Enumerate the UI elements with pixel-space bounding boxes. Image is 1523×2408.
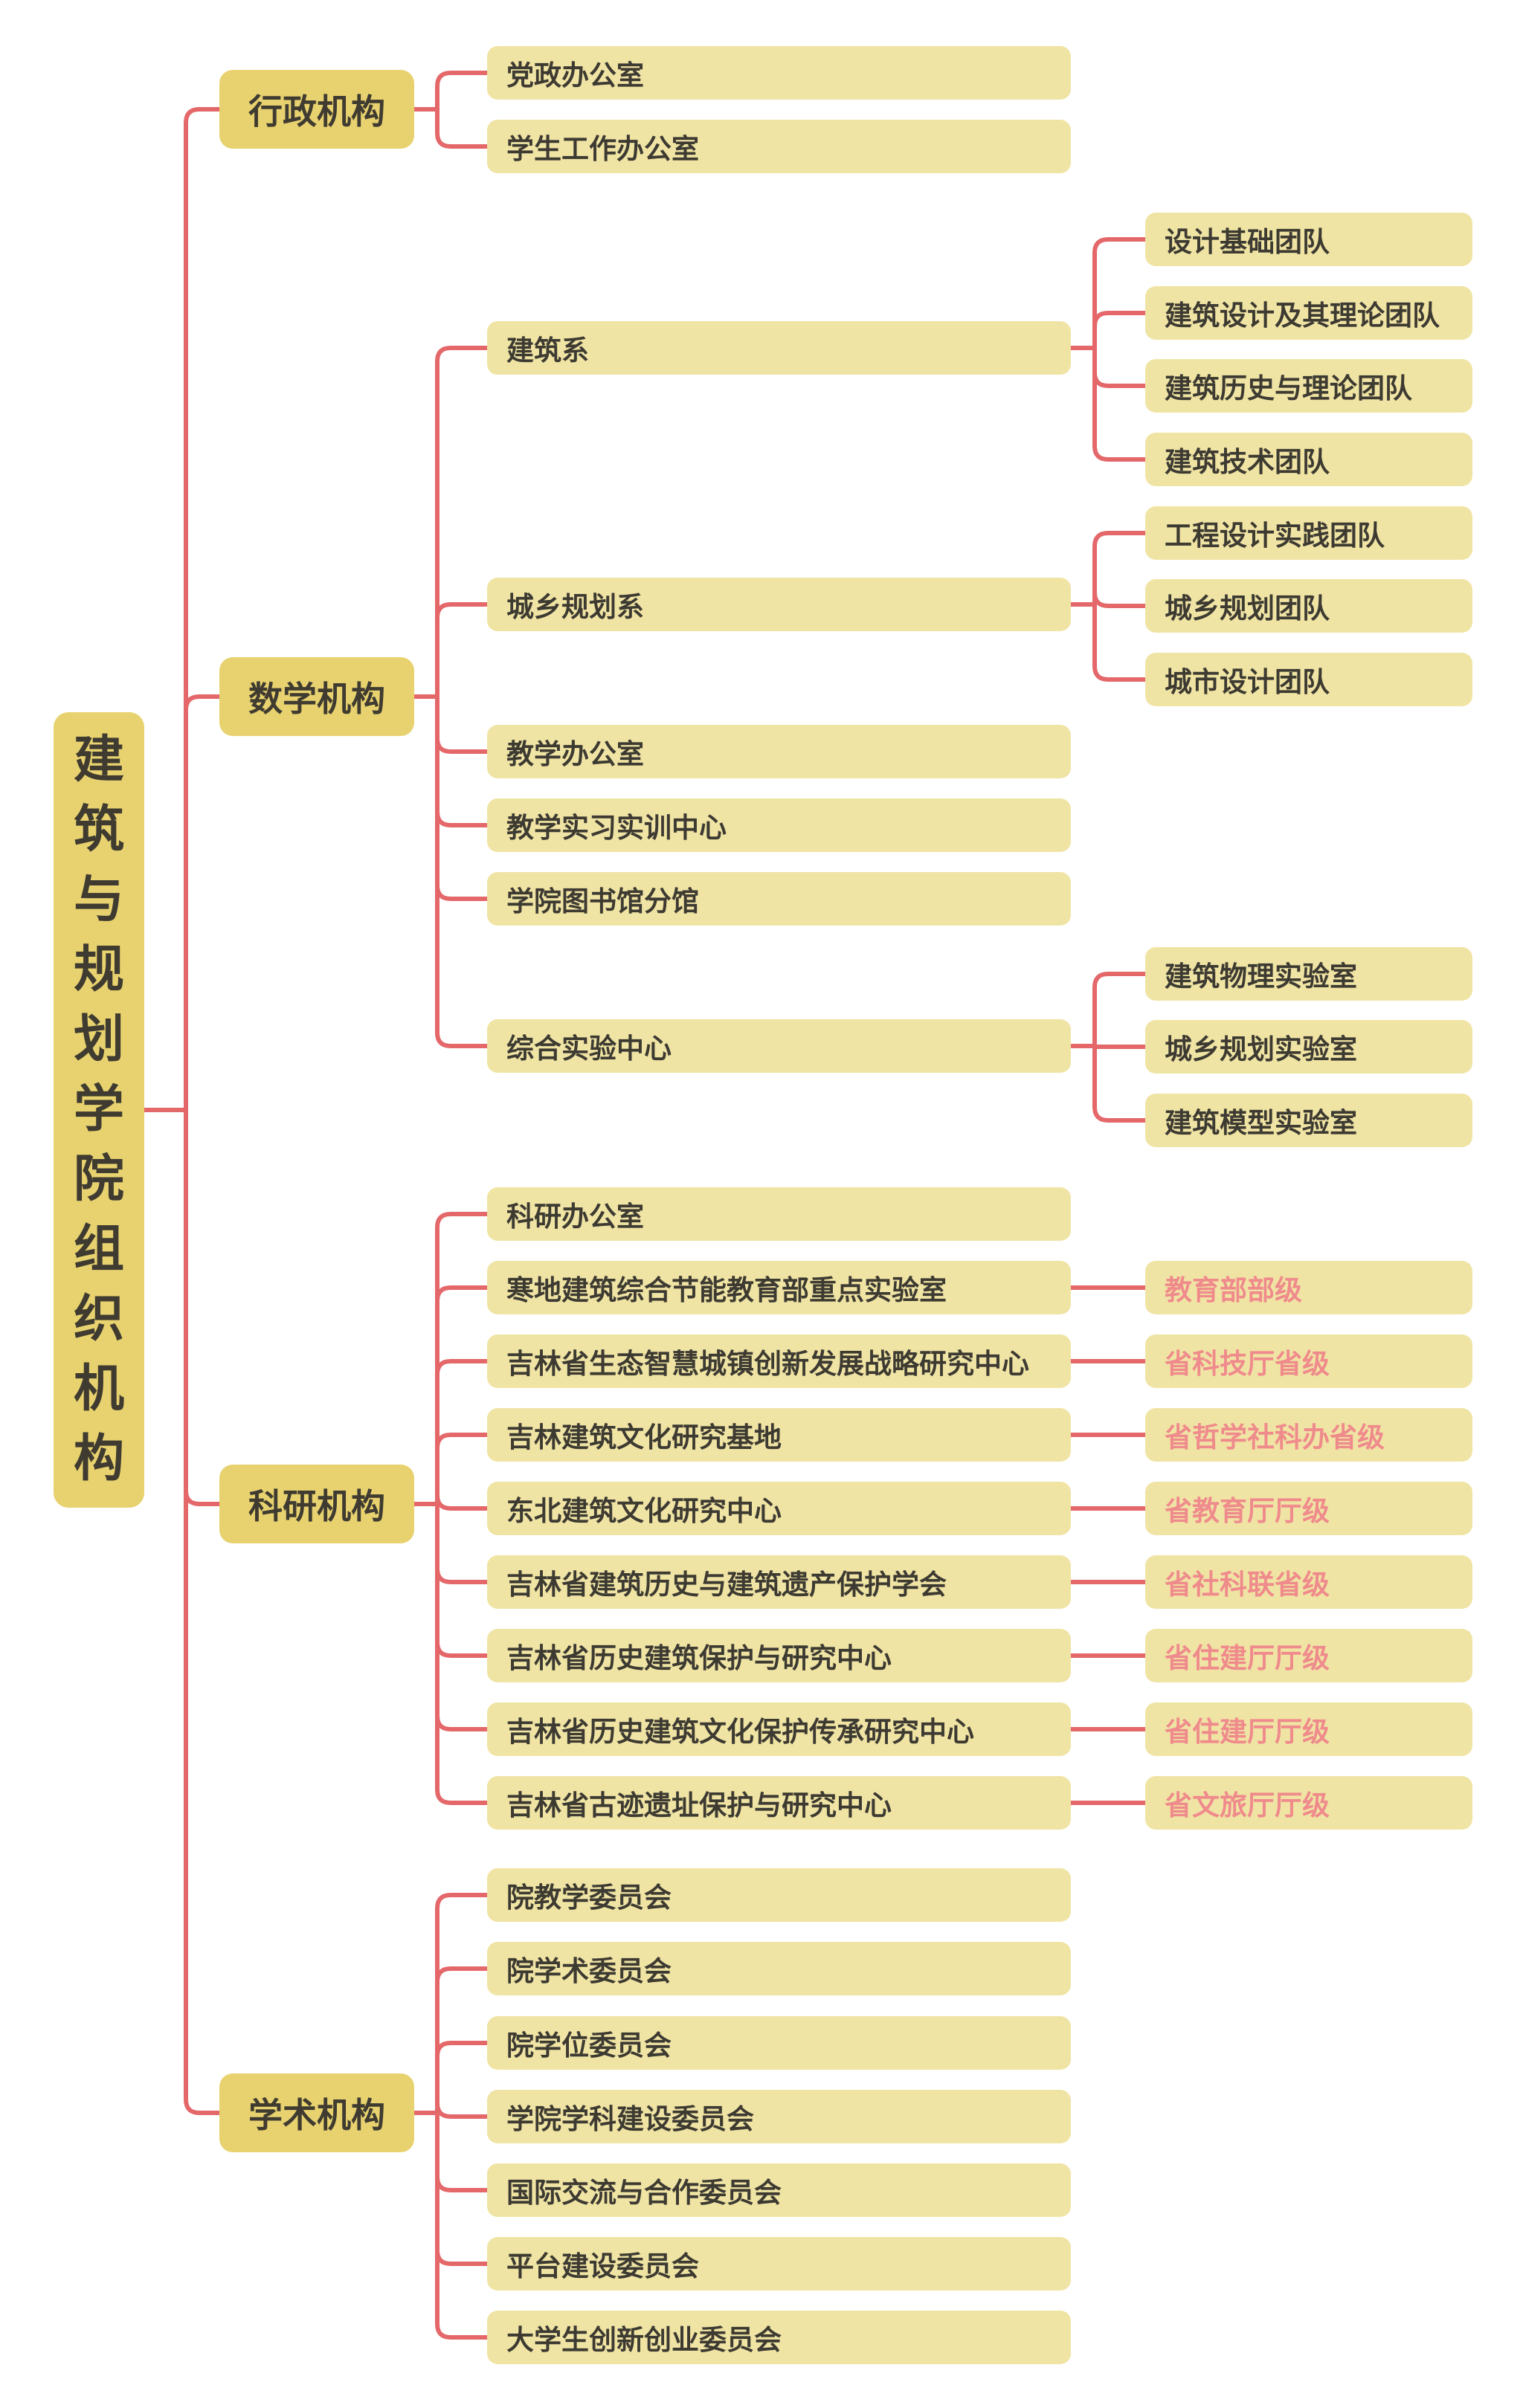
root-title-char: 机 — [73, 1360, 124, 1418]
team-node[interactable]: 建筑技术团队 — [1145, 433, 1472, 486]
org-unit-node[interactable]: 吉林省历史建筑文化保护传承研究中心 — [487, 1702, 1071, 1756]
category-node[interactable]: 科研机构 — [219, 1465, 414, 1543]
root-title-char: 学 — [73, 1080, 124, 1139]
root-title-char: 筑 — [73, 801, 124, 859]
org-unit-node[interactable]: 科研办公室 — [487, 1187, 1071, 1241]
team-node[interactable]: 工程设计实践团队 — [1145, 506, 1472, 560]
root-title-char: 组 — [73, 1220, 124, 1279]
category-node[interactable]: 学术机构 — [219, 2073, 414, 2152]
item-connector-branch — [435, 71, 489, 112]
item-connector-branch — [435, 2111, 489, 2192]
item-connector-branch — [435, 1502, 489, 1584]
team-node[interactable]: 城乡规划团队 — [1145, 579, 1472, 633]
org-unit-node[interactable]: 党政办公室 — [487, 46, 1071, 100]
sub-connector-branch — [1092, 346, 1147, 388]
sub-connector-branch — [1092, 237, 1147, 350]
org-unit-node[interactable]: 寒地建筑综合节能教育部重点实验室 — [487, 1261, 1071, 1314]
org-unit-node[interactable]: 学生工作办公室 — [487, 120, 1071, 173]
level-tag: 省社科联省级 — [1145, 1555, 1472, 1609]
item-connector-branch — [435, 694, 489, 901]
org-unit-node[interactable]: 吉林省历史建筑保护与研究中心 — [487, 1629, 1071, 1682]
item-connector-branch — [435, 2111, 489, 2340]
team-node[interactable]: 建筑模型实验室 — [1145, 1094, 1472, 1147]
root-title-char: 构 — [73, 1430, 124, 1488]
level-tag: 省文旅厅厅级 — [1145, 1776, 1472, 1830]
item-connector-branch — [435, 1502, 489, 1731]
team-node[interactable]: 建筑物理实验室 — [1145, 947, 1472, 1001]
level-tag: 省教育厅厅级 — [1145, 1482, 1472, 1535]
team-node[interactable]: 设计基础团队 — [1145, 213, 1472, 266]
item-connector-branch — [435, 694, 489, 754]
org-unit-node[interactable]: 综合实验中心 — [487, 1019, 1071, 1073]
sub-connector-branch — [1092, 1044, 1147, 1123]
sub-connector-branch — [1092, 592, 1147, 608]
category-node[interactable]: 数学机构 — [219, 657, 414, 736]
item-connector-branch — [435, 694, 489, 1048]
item-connector-branch — [435, 346, 489, 699]
root-title-char: 织 — [73, 1290, 124, 1349]
sub-connector-branch — [1092, 972, 1147, 1048]
category-connector-branch — [184, 1108, 222, 1506]
org-unit-node[interactable]: 大学生创新创业委员会 — [487, 2311, 1071, 2364]
root-title: 建筑与规划学院组织机构 — [54, 712, 144, 1508]
sub-connector-branch — [1092, 311, 1147, 350]
org-unit-node[interactable]: 院学术委员会 — [487, 1942, 1071, 1995]
sub-connector-branch — [1092, 602, 1147, 682]
root-title-char: 与 — [73, 871, 124, 929]
item-connector-branch — [435, 2041, 489, 2115]
org-unit-node[interactable]: 城乡规划系 — [487, 578, 1071, 631]
item-connector-branch — [435, 1502, 489, 1805]
org-unit-node[interactable]: 院学位委员会 — [487, 2016, 1071, 2070]
item-connector-branch — [435, 1359, 489, 1506]
level-tag: 省科技厅省级 — [1145, 1334, 1472, 1388]
org-unit-node[interactable]: 吉林省生态智慧城镇创新发展战略研究中心 — [487, 1334, 1071, 1388]
item-connector-branch — [435, 1893, 489, 2115]
sub-connector-branch — [1092, 346, 1147, 462]
level-tag: 省哲学社科办省级 — [1145, 1408, 1472, 1462]
category-connector-branch — [184, 694, 222, 1112]
org-unit-node[interactable]: 平台建设委员会 — [487, 2237, 1071, 2291]
level-tag: 教育部部级 — [1145, 1261, 1472, 1314]
root-title-char: 规 — [73, 940, 124, 999]
root-title-char: 划 — [73, 1010, 124, 1069]
level-tag: 省住建厅厅级 — [1145, 1702, 1472, 1756]
root-title-char: 院 — [73, 1150, 124, 1209]
org-unit-node[interactable]: 学院学科建设委员会 — [487, 2090, 1071, 2143]
team-node[interactable]: 建筑设计及其理论团队 — [1145, 286, 1472, 340]
org-unit-node[interactable]: 吉林建筑文化研究基地 — [487, 1408, 1071, 1462]
item-connector-branch — [435, 1433, 489, 1506]
org-unit-node[interactable]: 东北建筑文化研究中心 — [487, 1482, 1071, 1535]
team-node[interactable]: 城乡规划实验室 — [1145, 1020, 1472, 1074]
category-connector-branch — [184, 1108, 222, 2115]
item-connector-branch — [435, 602, 489, 699]
org-unit-node[interactable]: 院教学委员会 — [487, 1868, 1071, 1922]
org-unit-node[interactable]: 吉林省建筑历史与建筑遗产保护学会 — [487, 1555, 1071, 1609]
item-connector-branch — [435, 1212, 489, 1506]
org-unit-node[interactable]: 教学实习实训中心 — [487, 798, 1071, 852]
item-connector-branch — [435, 1494, 489, 1511]
item-connector-branch — [435, 107, 489, 149]
sub-connector-branch — [1092, 531, 1147, 607]
item-connector-branch — [435, 694, 489, 827]
org-unit-node[interactable]: 学院图书馆分馆 — [487, 872, 1071, 926]
item-connector-branch — [435, 1966, 489, 2115]
org-unit-node[interactable]: 吉林省古迹遗址保护与研究中心 — [487, 1776, 1071, 1830]
root-title-char: 建 — [73, 731, 124, 790]
category-connector-branch — [184, 107, 222, 1112]
item-connector-branch — [435, 2102, 489, 2119]
item-connector-branch — [435, 1285, 489, 1506]
org-unit-node[interactable]: 建筑系 — [487, 321, 1071, 375]
team-node[interactable]: 建筑历史与理论团队 — [1145, 359, 1472, 413]
org-unit-node[interactable]: 国际交流与合作委员会 — [487, 2163, 1071, 2217]
team-node[interactable]: 城市设计团队 — [1145, 653, 1472, 706]
org-unit-node[interactable]: 教学办公室 — [487, 725, 1071, 778]
level-tag: 省住建厅厅级 — [1145, 1629, 1472, 1682]
category-node[interactable]: 行政机构 — [219, 70, 414, 149]
